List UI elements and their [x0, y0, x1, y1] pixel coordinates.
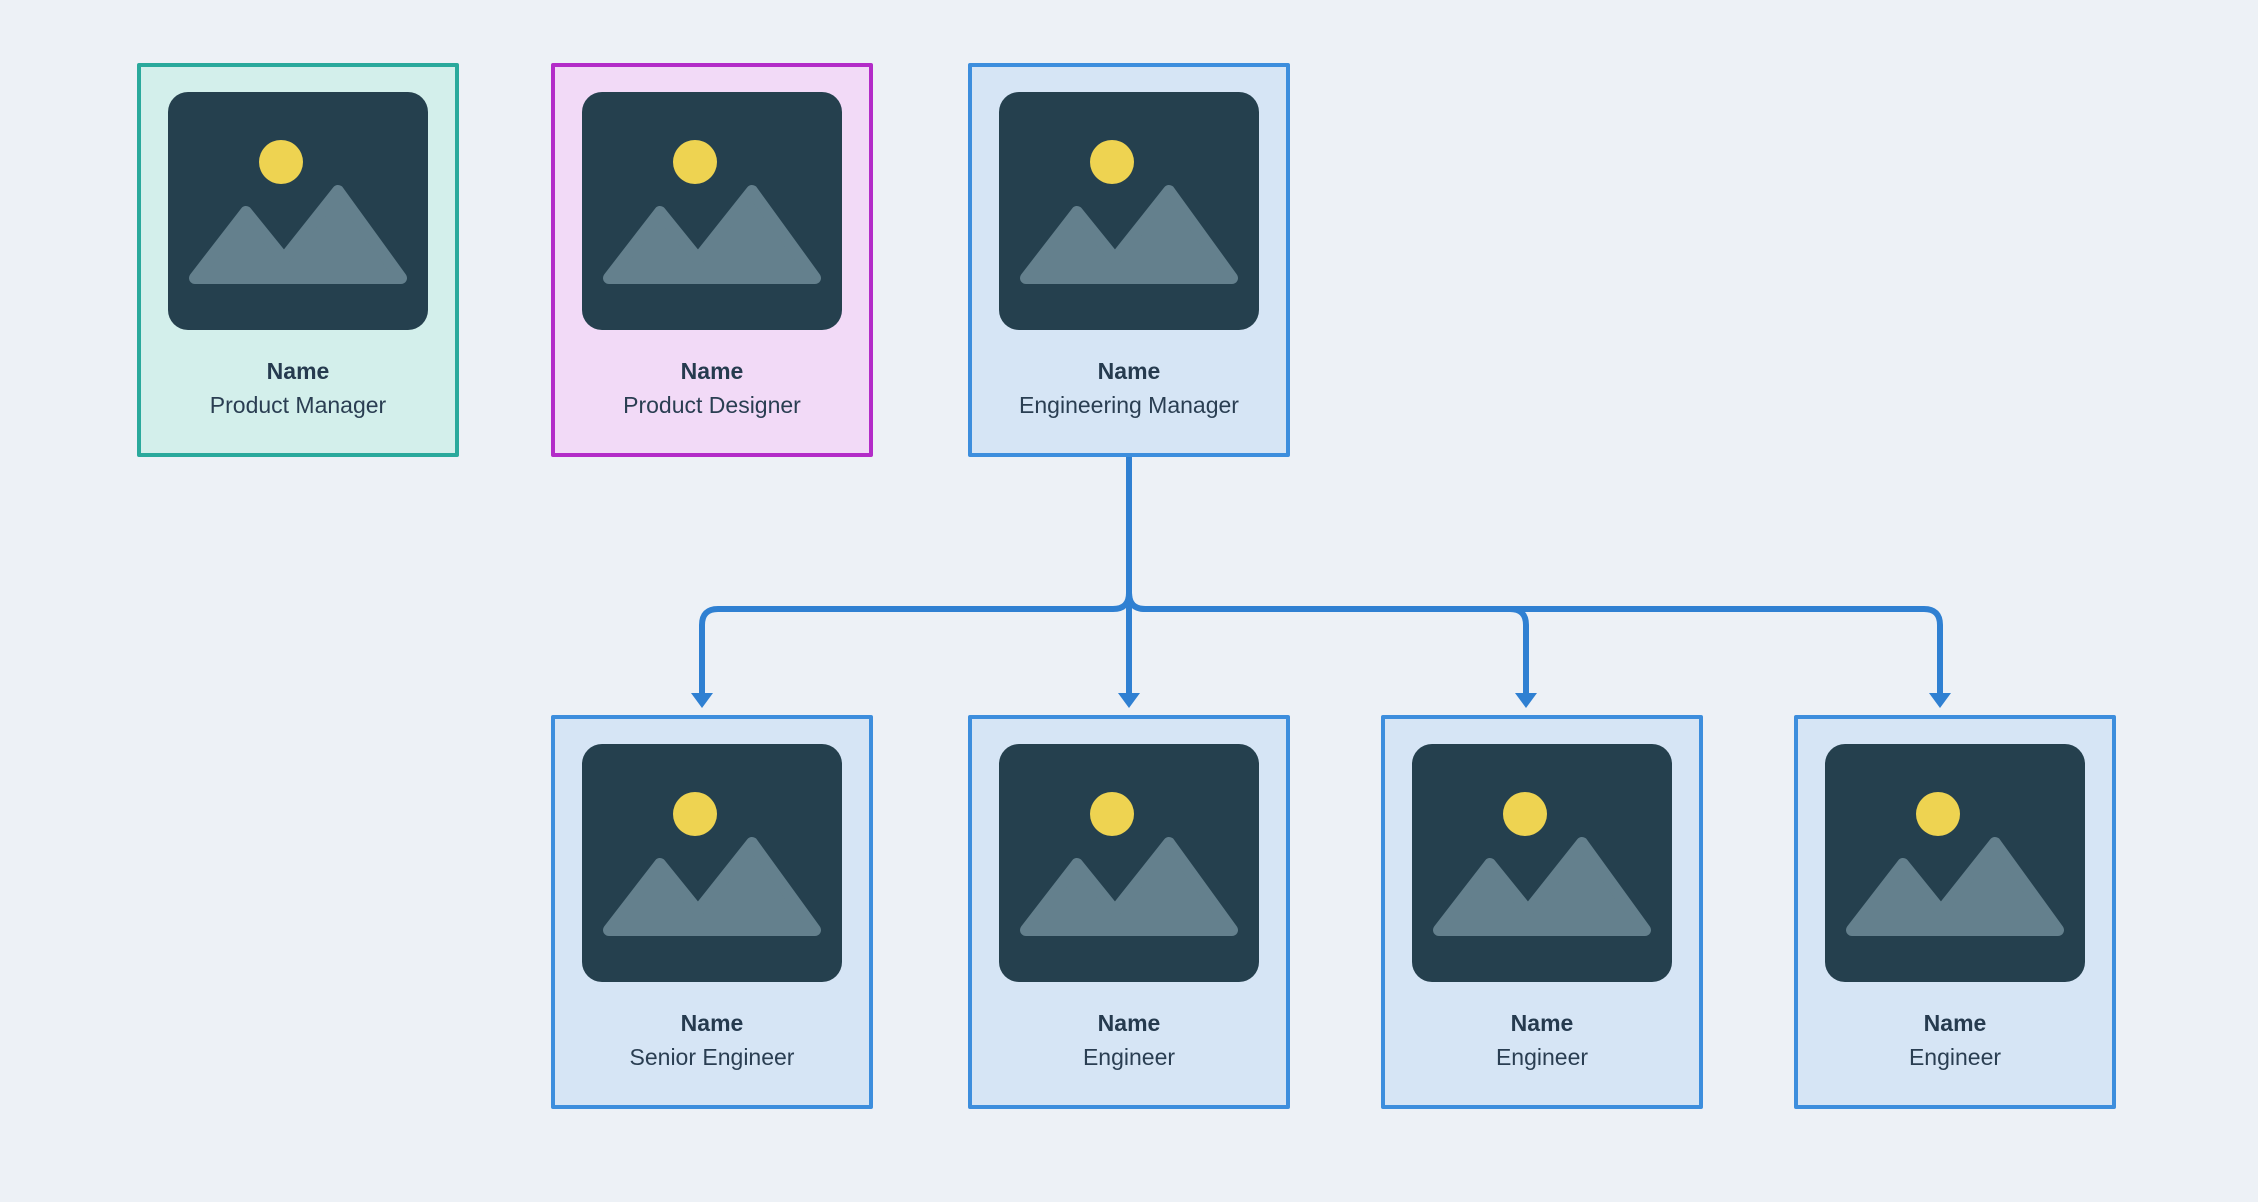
photo-placeholder-icon	[999, 92, 1259, 330]
card-name: Name	[680, 1010, 744, 1036]
org-card-product-designer[interactable]: Name Product Designer	[551, 63, 873, 457]
org-card-engineer-1[interactable]: Name Engineer	[968, 715, 1290, 1109]
org-card-engineer-2[interactable]: Name Engineer	[1381, 715, 1703, 1109]
connector-manager-to-engineer-2	[1126, 457, 1529, 695]
card-name: Name	[1510, 1010, 1574, 1036]
connector-manager-to-engineer-3	[1126, 457, 1943, 695]
card-role: Product Manager	[209, 392, 387, 418]
card-role: Engineer	[1908, 1044, 2002, 1070]
photo-placeholder-icon	[999, 744, 1259, 982]
photo-placeholder-icon	[168, 92, 428, 330]
card-name: Name	[266, 358, 330, 384]
arrowhead-icon	[691, 693, 713, 708]
arrowhead-icon	[1515, 693, 1537, 708]
card-role: Engineering Manager	[1019, 392, 1239, 418]
card-name: Name	[1923, 1010, 1987, 1036]
photo-placeholder-icon	[582, 744, 842, 982]
org-card-product-manager[interactable]: Name Product Manager	[137, 63, 459, 457]
card-name: Name	[1097, 358, 1161, 384]
card-role: Senior Engineer	[629, 1044, 795, 1070]
card-role: Engineer	[1082, 1044, 1176, 1070]
card-name: Name	[680, 358, 744, 384]
photo-placeholder-icon	[582, 92, 842, 330]
arrowhead-icon	[1929, 693, 1951, 708]
org-card-senior-engineer[interactable]: Name Senior Engineer	[551, 715, 873, 1109]
org-card-engineer-3[interactable]: Name Engineer	[1794, 715, 2116, 1109]
photo-placeholder-icon	[1412, 744, 1672, 982]
org-card-engineering-manager[interactable]: Name Engineering Manager	[968, 63, 1290, 457]
card-role: Product Designer	[623, 392, 801, 418]
card-role: Engineer	[1495, 1044, 1589, 1070]
connector-manager-to-senior-engineer	[699, 457, 1132, 695]
photo-placeholder-icon	[1825, 744, 2085, 982]
arrowhead-icon	[1118, 693, 1140, 708]
card-name: Name	[1097, 1010, 1161, 1036]
